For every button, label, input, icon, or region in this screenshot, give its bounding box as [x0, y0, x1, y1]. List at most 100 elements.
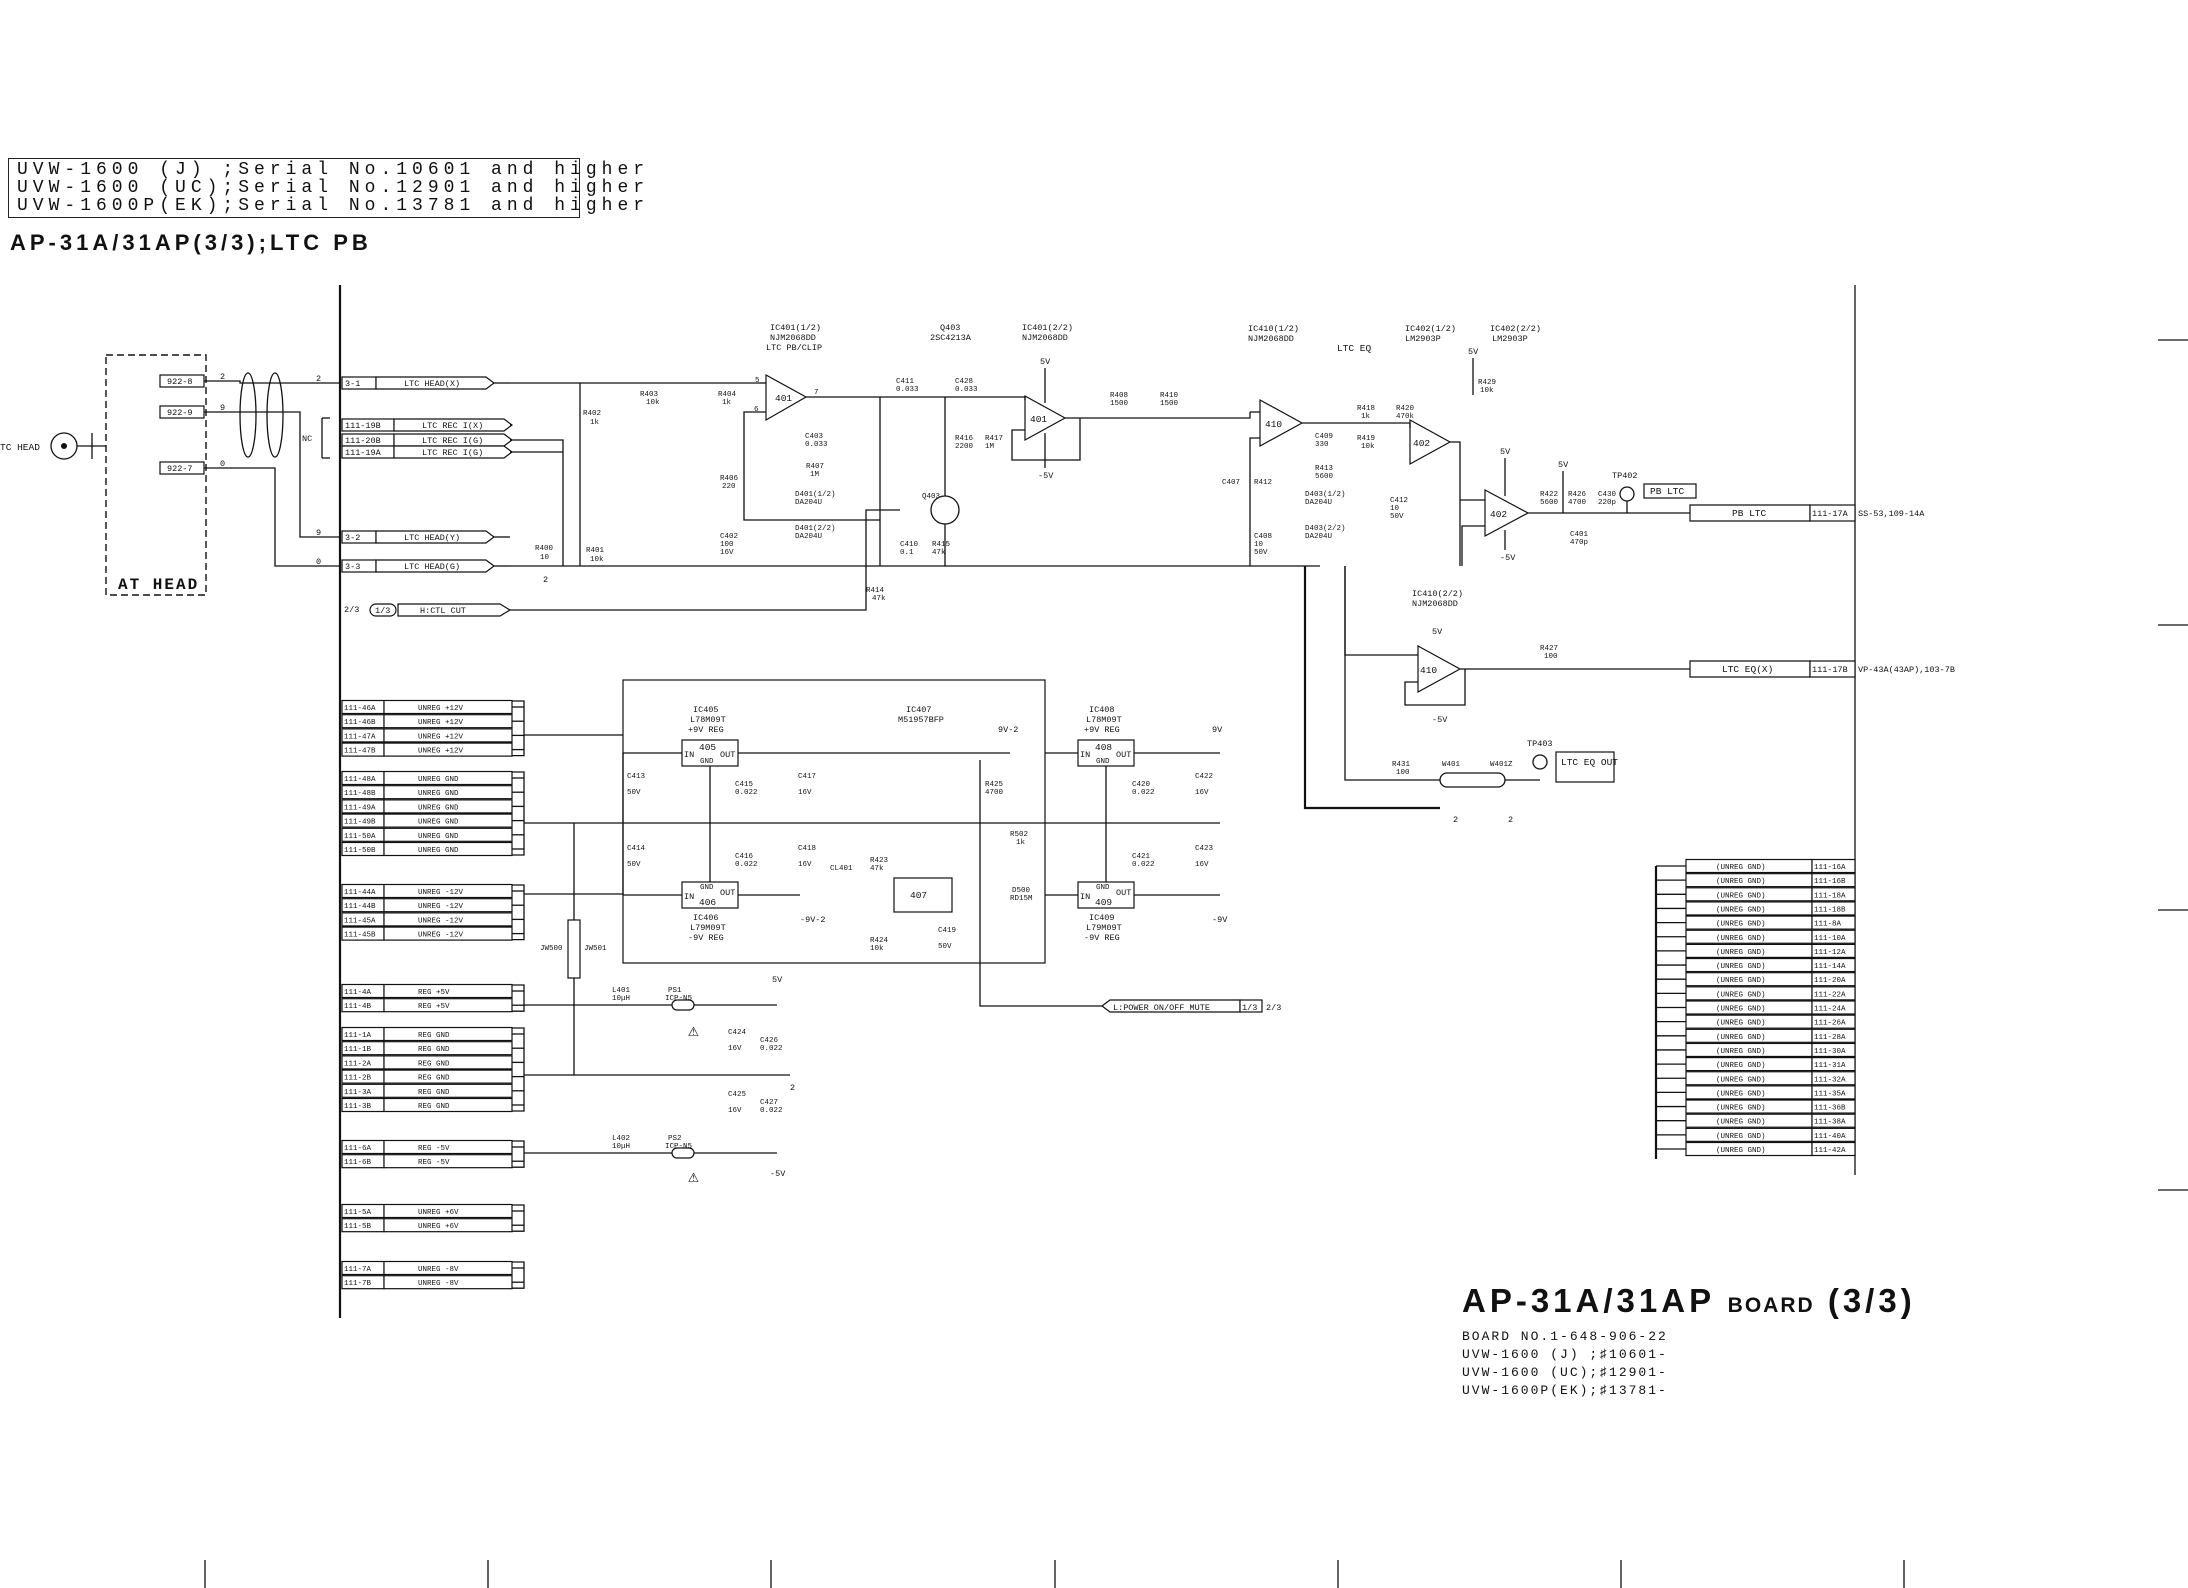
power-connector-pin: 111-46B	[344, 719, 376, 727]
power-connector-pin: 111-50A	[344, 833, 376, 841]
svg-text:IN: IN	[1080, 892, 1090, 902]
power-connector-label: UNREG -12V	[418, 889, 464, 897]
ctl-cut-label: H:CTL CUT	[420, 606, 466, 616]
svg-text:R416: R416	[955, 435, 974, 443]
power-connector-label: UNREG +6V	[418, 1209, 459, 1217]
gnd-row-label: (UNREG GND)	[1716, 906, 1766, 914]
ic405-part: L78M09T	[690, 715, 726, 725]
rail-m5v-3: -5V	[1432, 715, 1448, 725]
power-connector-pin: 111-44A	[344, 889, 376, 897]
output-ltc-eq-dest: VP-43A(43AP),103-7B	[1858, 665, 1955, 675]
svg-text:10k: 10k	[1361, 443, 1375, 451]
amp-number-10: 408	[1095, 742, 1112, 753]
gnd-row-label: (UNREG GND)	[1716, 1119, 1766, 1127]
gnd-row-label: (UNREG GND)	[1716, 949, 1766, 957]
svg-text:50V: 50V	[1390, 513, 1404, 521]
tc-head-label: TC HEAD	[0, 442, 40, 453]
gnd-row-label: (UNREG GND)	[1716, 1090, 1766, 1098]
output-ltc-eq-pin: 111-17B	[1812, 665, 1848, 675]
svg-text:GND: GND	[700, 884, 714, 892]
ctl-cut-page: 2/3	[344, 605, 359, 615]
svg-text:R400: R400	[535, 545, 554, 553]
svg-text:2200: 2200	[955, 443, 974, 451]
gnd-row-label: (UNREG GND)	[1716, 935, 1766, 943]
ic407-part: M51957BFP	[898, 715, 944, 725]
power-connector-pin: 111-45B	[344, 932, 376, 940]
svg-text:DA204U: DA204U	[1305, 533, 1332, 541]
svg-text:JW500: JW500	[540, 945, 563, 953]
power-connector-pin: 111-50B	[344, 847, 376, 855]
rail-5v-1: 5V	[1040, 357, 1051, 367]
gnd-row-label: (UNREG GND)	[1716, 991, 1766, 999]
power-connector-label: REG GND	[418, 1032, 450, 1040]
svg-text:C412: C412	[1390, 497, 1408, 505]
op-amp-section: 401 567 IC401(1/2) NJM2068DD LTC PB/CLIP…	[720, 323, 1690, 825]
connector-label: LTC HEAD(X)	[404, 379, 460, 389]
gnd-row-label: (UNREG GND)	[1716, 1034, 1766, 1042]
rail-5v-2: 5V	[1468, 347, 1479, 357]
power-mute-pin: 1/3	[1242, 1003, 1257, 1013]
svg-text:D401(2/2): D401(2/2)	[795, 525, 836, 533]
at-head-label: AT HEAD	[118, 576, 199, 594]
board-info-block: AP-31A/31AP BOARD (3/3) BOARD NO.1-648-9…	[1462, 1282, 1916, 1400]
svg-text:CL401: CL401	[830, 865, 853, 873]
svg-text:R407: R407	[806, 463, 824, 471]
svg-text:R429: R429	[1478, 379, 1496, 387]
svg-text:100: 100	[720, 541, 734, 549]
power-connector-label: UNREG GND	[418, 790, 459, 798]
gnd-row-label: (UNREG GND)	[1716, 1147, 1766, 1155]
svg-text:2: 2	[543, 575, 548, 585]
rail-m9v: -9V	[1212, 915, 1228, 925]
ic402b-part: LM2903P	[1492, 334, 1528, 344]
amp-number-11: 409	[1095, 897, 1112, 908]
connector-label: LTC HEAD(Y)	[404, 533, 460, 543]
connector-label: LTC REC I(G)	[422, 448, 483, 458]
svg-text:C415: C415	[735, 781, 754, 789]
connector-label: LTC REC I(G)	[422, 436, 483, 446]
ic410b-part: NJM2068DD	[1412, 599, 1458, 609]
output-pb-ltc-label: PB LTC	[1732, 508, 1767, 519]
ic402b-name: IC402(2/2)	[1490, 324, 1541, 334]
svg-text:R422: R422	[1540, 491, 1558, 499]
svg-text:L402: L402	[612, 1135, 630, 1143]
gnd-row-pin: 111-14A	[1814, 963, 1846, 971]
tp403-name: TP403	[1527, 739, 1553, 749]
power-connector-label: UNREG GND	[418, 776, 459, 784]
svg-text:10k: 10k	[1480, 387, 1494, 395]
board-title: AP-31A/31AP BOARD (3/3)	[1462, 1282, 1916, 1320]
power-connector-label: UNREG GND	[418, 833, 459, 841]
svg-text:R401: R401	[586, 547, 605, 555]
svg-text:1500: 1500	[1160, 400, 1179, 408]
power-connector-label: UNREG -12V	[418, 917, 464, 925]
ic401a-part: NJM2068DD	[770, 333, 816, 343]
rail-9v-2: 9V-2	[998, 725, 1018, 735]
svg-text:R412: R412	[1254, 479, 1272, 487]
svg-text:IN: IN	[684, 892, 694, 902]
svg-text:0.033: 0.033	[805, 441, 828, 449]
rail-5v-3: 5V	[1500, 447, 1511, 457]
amp-number-9: 407	[910, 890, 927, 901]
gnd-row-pin: 111-18A	[1814, 892, 1846, 900]
svg-text:PS2: PS2	[668, 1135, 682, 1143]
gnd-row-pin: 111-20A	[1814, 977, 1846, 985]
q403-part: 2SC4213A	[930, 333, 972, 343]
gnd-row-pin: 111-16B	[1814, 878, 1846, 886]
svg-text:C403: C403	[805, 433, 824, 441]
head-pin-1: 922-8	[167, 377, 193, 387]
svg-text:9: 9	[220, 403, 225, 413]
svg-text:1500: 1500	[1110, 400, 1129, 408]
power-connector-pin: 111-45A	[344, 917, 376, 925]
power-connector-label: REG GND	[418, 1075, 450, 1083]
ic408-part: L78M09T	[1086, 715, 1122, 725]
svg-text:DA204U: DA204U	[795, 499, 822, 507]
svg-text:10μH: 10μH	[612, 995, 630, 1003]
svg-text:RD15M: RD15M	[1010, 895, 1033, 903]
gnd-row-label: (UNREG GND)	[1716, 1006, 1766, 1014]
svg-text:D401(1/2): D401(1/2)	[795, 491, 836, 499]
gnd-row-pin: 111-26A	[1814, 1020, 1846, 1028]
power-connector-label: REG -5V	[418, 1145, 450, 1153]
ic408-name: IC408	[1089, 705, 1115, 715]
svg-text:R423: R423	[870, 857, 889, 865]
gnd-row-pin: 111-42A	[1814, 1147, 1846, 1155]
